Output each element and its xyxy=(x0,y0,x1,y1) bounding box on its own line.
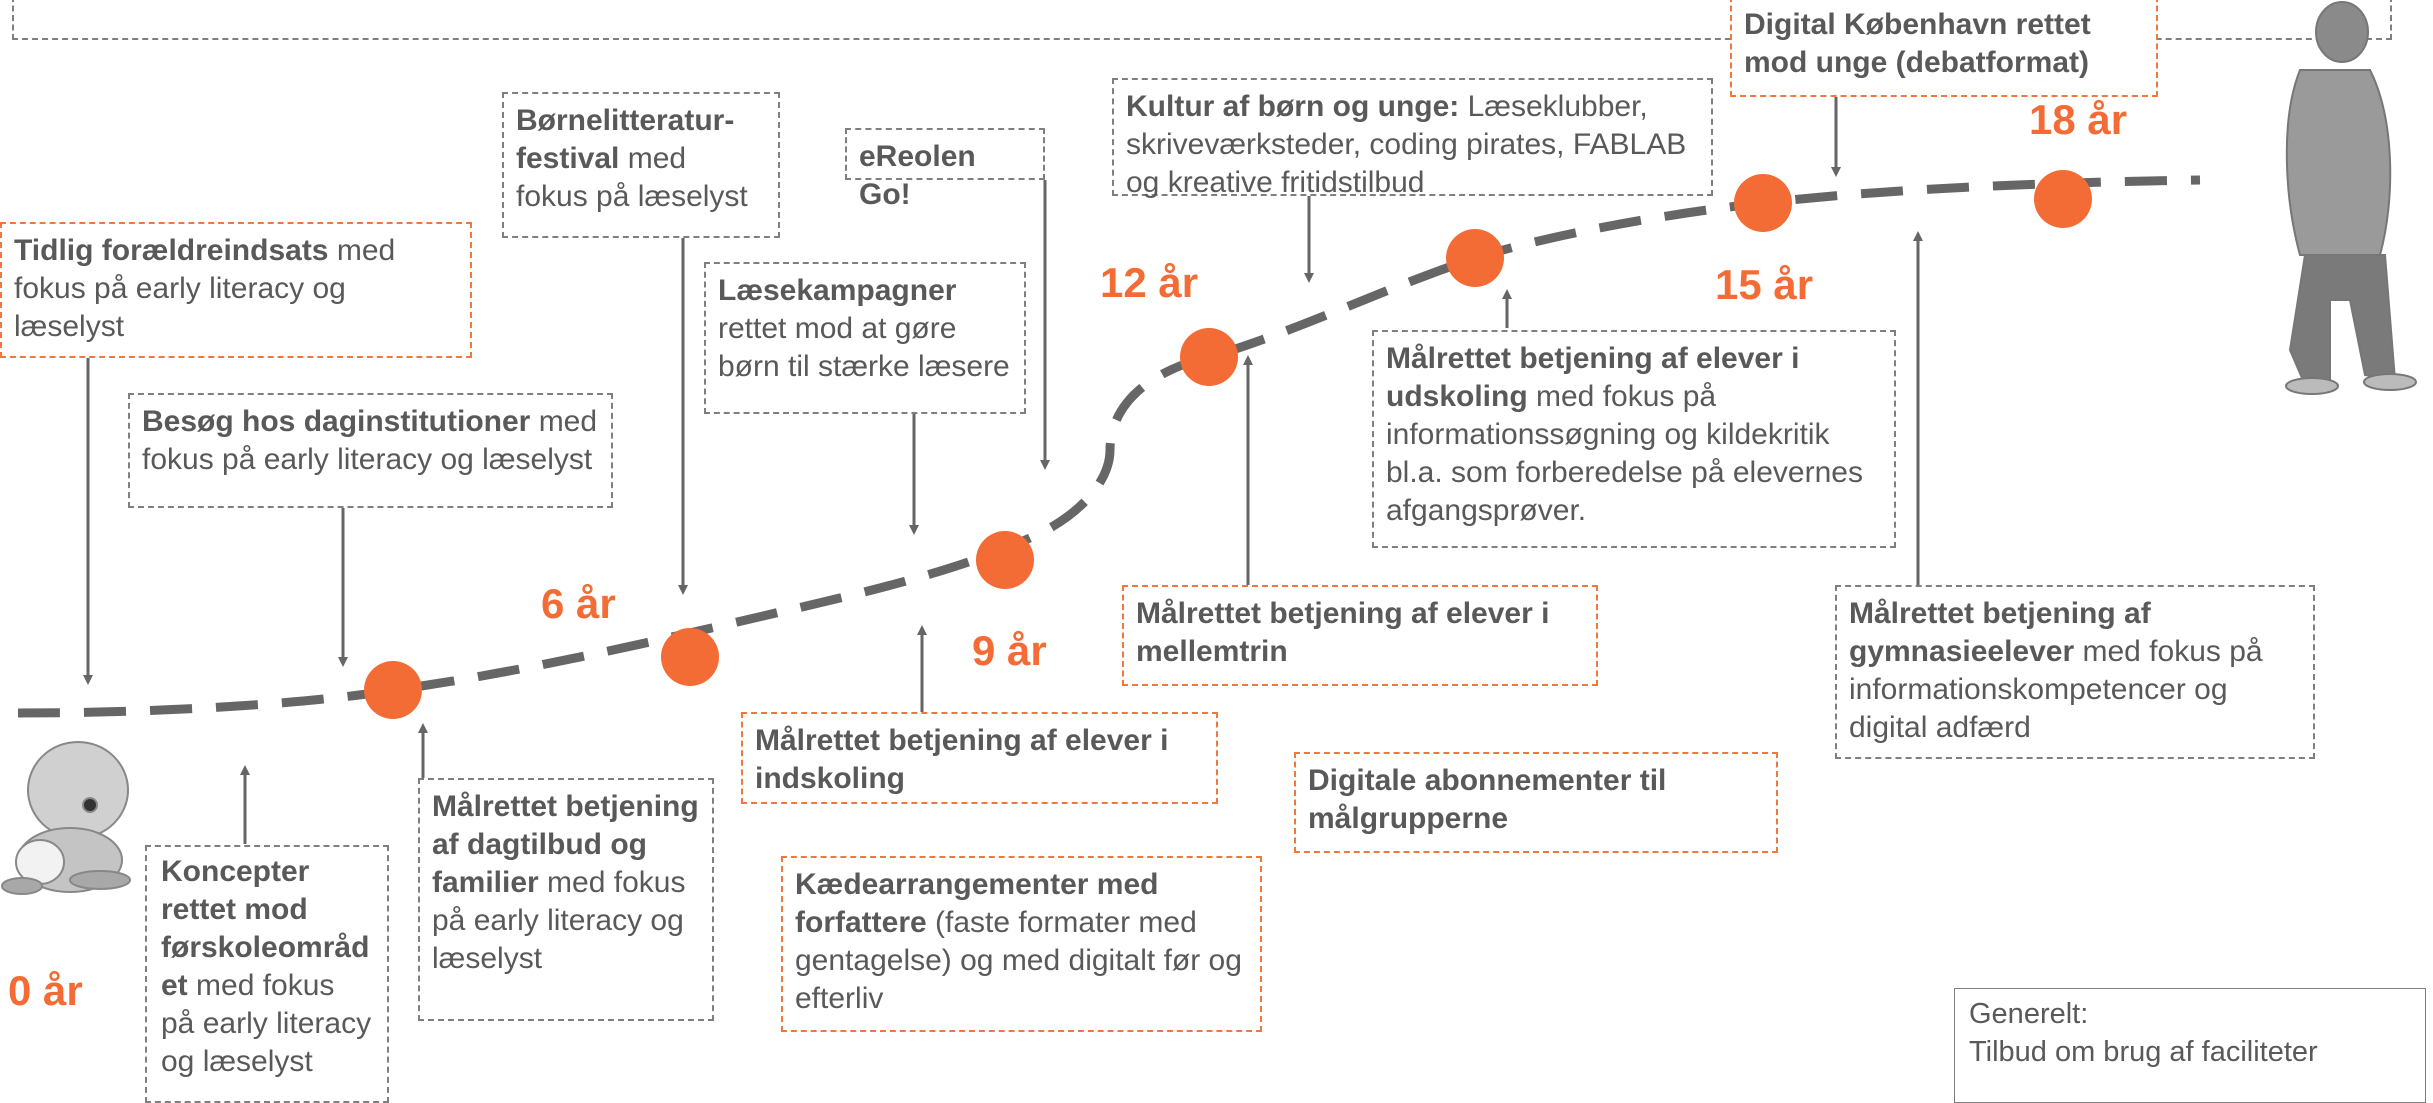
box-kultur: Kultur af børn og unge: Læseklubber, skr… xyxy=(1112,78,1713,199)
milestone-dot xyxy=(1180,328,1238,386)
milestone-dot xyxy=(1446,229,1504,287)
box-mellemtrin: Målrettet betjening af elever i mellemtr… xyxy=(1122,585,1598,686)
box-gymnasieelever: Målrettet betjening af gymnasieelever me… xyxy=(1835,585,2315,759)
box-bornelitteratur: Børnelitteratur-festival med fokus på læ… xyxy=(502,92,780,238)
age-18: 18 år xyxy=(2029,96,2128,143)
box-digital-kobenhavn: Digital København rettet mod unge (debat… xyxy=(1730,0,2158,97)
box-dagtilbud-familier: Målrettet betjening af dagtilbud og fami… xyxy=(418,778,714,1021)
box-besog-daginstitutioner: Besøg hos daginstitutioner med fokus på … xyxy=(128,393,613,508)
box-koncepter-forskole: Koncepter rettet mod førskoleområd et me… xyxy=(145,845,389,1103)
box-kaedearrangementer: Kædearrangementer med forfattere (faste … xyxy=(781,856,1262,1032)
age-15: 15 år xyxy=(1715,261,1814,308)
age-9: 9 år xyxy=(972,627,1047,674)
box-laesekampagner: Læsekampagner rettet mod at gøre børn ti… xyxy=(704,262,1026,414)
box-digitale-abonnementer: Digitale abonnementer til målgrupperne xyxy=(1294,752,1778,853)
milestone-dot xyxy=(1734,174,1792,232)
baby-illustration xyxy=(1,741,131,895)
milestone-dot xyxy=(2034,170,2092,228)
teenager-illustration xyxy=(2285,1,2417,395)
box-generelt: Generelt: Tilbud om brug af faciliteter xyxy=(1954,988,2426,1103)
generelt-label: Generelt: xyxy=(1969,998,2089,1030)
box-indskoling: Målrettet betjening af elever i indskoli… xyxy=(741,712,1218,804)
box-udskoling: Målrettet betjening af elever i udskolin… xyxy=(1372,330,1896,548)
milestone-dot xyxy=(364,661,422,719)
age-0: 0 år xyxy=(8,967,83,1014)
milestone-dot xyxy=(661,628,719,686)
box-tidlig-foraeldreindsats: Tidlig forældreindsats med fokus på earl… xyxy=(0,222,472,358)
milestone-dot xyxy=(976,531,1034,589)
box-ereolen: eReolen Go! xyxy=(845,128,1045,211)
top-banner xyxy=(12,0,2392,40)
generelt-text: Tilbud om brug af faciliteter xyxy=(1969,1036,2318,1068)
age-6: 6 år xyxy=(541,580,616,627)
age-12: 12 år xyxy=(1100,259,1199,306)
